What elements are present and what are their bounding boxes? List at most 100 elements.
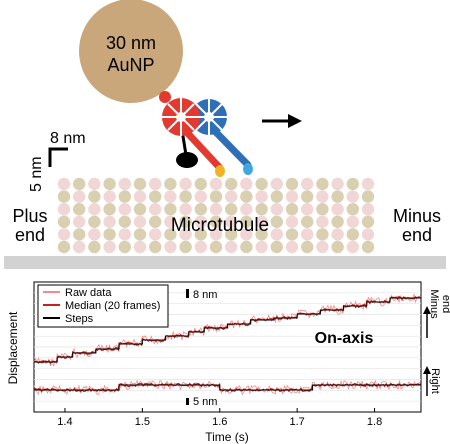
tubulin-subunit <box>225 177 238 191</box>
microtubule-label: Microtubule <box>171 215 269 236</box>
plot-traces <box>33 293 421 396</box>
tubulin-subunit <box>88 177 101 191</box>
minus-end-label-line1: Minus <box>393 206 441 226</box>
tubulin-subunit <box>285 190 299 203</box>
tubulin-subunit <box>149 177 162 191</box>
tubulin-subunit <box>316 240 329 254</box>
tubulin-subunit <box>133 215 147 228</box>
tubulin-subunit <box>316 177 329 191</box>
legend-label-median: Median (20 frames) <box>65 300 160 312</box>
tubulin-subunit <box>316 203 329 216</box>
tubulin-subunit <box>209 240 223 254</box>
tubulin-subunit <box>346 240 359 254</box>
tubulin-subunit <box>270 240 283 254</box>
tubulin-subunit <box>301 215 314 228</box>
tubulin-subunit <box>225 228 238 241</box>
tubulin-subunit <box>179 203 192 216</box>
tubulin-subunit <box>361 190 375 203</box>
tubulin-subunit <box>209 228 223 241</box>
tubulin-subunit <box>285 228 299 241</box>
tubulin-subunit <box>361 203 375 216</box>
scale-horizontal-label: 8 nm <box>50 130 86 147</box>
tubulin-subunit <box>255 177 268 191</box>
tubulin-subunit <box>103 190 116 203</box>
tubulin-subunit <box>194 190 207 203</box>
separator-bar <box>4 256 446 269</box>
tubulin-subunit <box>361 215 375 228</box>
tubulin-subunit <box>164 177 177 191</box>
right-arrow-icon <box>423 366 431 374</box>
tubulin-subunit <box>240 203 253 216</box>
tubulin-subunit <box>331 190 344 203</box>
tubulin-subunit <box>179 190 192 203</box>
tubulin-subunit <box>73 177 86 191</box>
tubulin-subunit <box>361 228 375 241</box>
x-axis-label: Time (s) <box>205 430 249 444</box>
tubulin-subunit <box>179 228 192 241</box>
tubulin-subunit <box>149 203 162 216</box>
tubulin-subunit <box>57 240 71 254</box>
tubulin-subunit <box>57 203 71 216</box>
tubulin-subunit <box>331 177 344 191</box>
plus-end-label-line2: end <box>15 225 45 245</box>
tubulin-subunit <box>255 228 268 241</box>
tubulin-subunit <box>209 215 223 228</box>
tubulin-subunit <box>331 240 344 254</box>
yellow-tail <box>215 165 225 177</box>
tubulin-subunit <box>164 203 177 216</box>
tubulin-subunit <box>118 240 131 254</box>
bottom-right-label: Right <box>429 368 441 394</box>
tubulin-subunit <box>179 215 192 228</box>
tubulin-subunit <box>301 240 314 254</box>
particle-label-line2: AuNP <box>107 55 154 75</box>
scale-marker-top <box>186 289 189 298</box>
steps-trace <box>34 384 421 391</box>
tubulin-subunit <box>133 228 147 241</box>
tubulin-subunit <box>88 215 101 228</box>
median-trace <box>33 295 421 365</box>
minus-end-label-line2: end <box>402 225 432 245</box>
tubulin-subunit <box>316 228 329 241</box>
plus-end-label-line1: Plus <box>12 206 47 226</box>
motor-diagram: Plus end Minus end Microtubule 8 nm 5 nm… <box>4 0 446 269</box>
y-axis-label: Displacement <box>6 311 20 384</box>
tubulin-subunit <box>240 177 253 191</box>
tubulin-subunit <box>57 177 71 191</box>
tubulin-subunit <box>285 177 299 191</box>
x-tick-label: 1.4 <box>57 416 72 428</box>
tubulin-subunit <box>57 228 71 241</box>
tubulin-subunit <box>88 190 101 203</box>
direction-arrow-icon <box>288 114 302 128</box>
tubulin-subunit <box>164 215 177 228</box>
tubulin-subunit <box>331 203 344 216</box>
tubulin-subunit <box>179 240 192 254</box>
tubulin-subunit <box>179 177 192 191</box>
x-tick-label: 1.6 <box>212 416 227 428</box>
gold-nanoparticle <box>79 0 183 103</box>
tubulin-subunit <box>240 240 253 254</box>
tubulin-subunit <box>225 203 238 216</box>
tubulin-subunit <box>270 215 283 228</box>
tubulin-subunit <box>270 228 283 241</box>
tubulin-subunit <box>240 228 253 241</box>
scale-top-label: 8 nm <box>193 289 217 301</box>
tubulin-subunit <box>118 177 131 191</box>
tubulin-subunit <box>88 203 101 216</box>
scale-vertical-label: 5 nm <box>28 156 45 192</box>
tubulin-subunit <box>225 240 238 254</box>
tubulin-subunit <box>270 177 283 191</box>
black-domain <box>176 152 198 168</box>
tubulin-subunit <box>164 228 177 241</box>
tubulin-subunit <box>331 228 344 241</box>
tubulin-subunit <box>225 190 238 203</box>
tubulin-subunit <box>73 215 86 228</box>
legend: Raw data Median (20 frames) Steps <box>37 284 169 328</box>
tubulin-subunit <box>73 228 86 241</box>
tubulin-subunit <box>316 190 329 203</box>
tubulin-subunit <box>103 240 116 254</box>
minus-end-arrow-icon <box>423 306 431 314</box>
red-motor-knob <box>159 91 171 103</box>
tubulin-subunit <box>164 240 177 254</box>
